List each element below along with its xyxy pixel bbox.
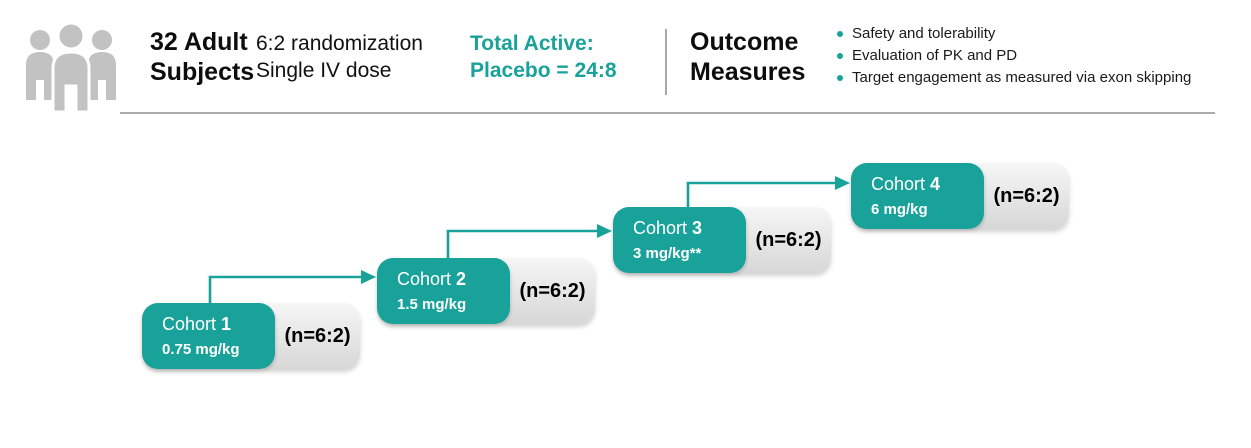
cohort-4-word: Cohort (871, 174, 926, 194)
cohort-3-n-label: (n=6:2) (755, 228, 822, 251)
total-active-line2: Placebo = 24:8 (470, 59, 617, 82)
cohort-4-number: 4 (930, 174, 941, 194)
outcome-item-pk-pd: Evaluation of PK and PD (834, 48, 1234, 64)
cohort-1-n-label: (n=6:2) (284, 324, 351, 347)
subjects-count-label: 32 Adult Subjects (150, 28, 255, 86)
cohort-4-dose: 6 mg/kg (871, 201, 928, 218)
cohort-3-number: 3 (692, 218, 703, 238)
cohort-3-dose: 3 mg/kg** (633, 245, 702, 262)
outcome-item-safety: Safety and tolerability (834, 26, 1234, 42)
cohort-1-dose: 0.75 mg/kg (162, 341, 240, 358)
header-horizontal-rule (120, 112, 1215, 114)
randomization-label: 6:2 randomization Single IV dose (256, 30, 423, 84)
cohort-1-group: (n=6:2) Cohort 1 0.75 mg/kg (142, 303, 360, 369)
cohort-1-word: Cohort (162, 314, 217, 334)
arrowhead-cohort3 (597, 224, 612, 238)
cohort-4-group: (n=6:2) Cohort 4 6 mg/kg (851, 163, 1069, 229)
outcome-measures-list: Safety and tolerability Evaluation of PK… (834, 26, 1234, 92)
header-vertical-divider (665, 29, 667, 95)
cohort-4-n-label: (n=6:2) (993, 184, 1060, 207)
arrowhead-cohort4 (835, 176, 850, 190)
cohort-2-title: Cohort 2 (397, 269, 510, 290)
people-group-icon (26, 22, 116, 114)
cohort-3-word: Cohort (633, 218, 688, 238)
cohort-1-number: 1 (221, 314, 232, 334)
cohort-3-box: Cohort 3 3 mg/kg** (613, 207, 746, 273)
cohort-2-group: (n=6:2) Cohort 2 1.5 mg/kg (377, 258, 595, 324)
cohort-3-title: Cohort 3 (633, 218, 746, 239)
outcome-item-exon-skipping: Target engagement as measured via exon s… (834, 70, 1234, 86)
arrowhead-cohort2 (361, 270, 376, 284)
cohort-2-word: Cohort (397, 269, 452, 289)
total-active-line1: Total Active: (470, 32, 594, 55)
cohort-4-box: Cohort 4 6 mg/kg (851, 163, 984, 229)
outcome-measures-title: Outcome Measures (690, 28, 806, 86)
cohort-2-box: Cohort 2 1.5 mg/kg (377, 258, 510, 324)
cohort-2-dose: 1.5 mg/kg (397, 296, 467, 313)
randomization-line1: 6:2 randomization (256, 32, 423, 55)
cohort-4-title: Cohort 4 (871, 174, 984, 195)
cohort-1-box: Cohort 1 0.75 mg/kg (142, 303, 275, 369)
total-active-label: Total Active: Placebo = 24:8 (470, 30, 617, 84)
cohort-1-title: Cohort 1 (162, 314, 275, 335)
randomization-line2: Single IV dose (256, 59, 392, 82)
cohort-3-group: (n=6:2) Cohort 3 3 mg/kg** (613, 207, 831, 273)
cohort-2-number: 2 (456, 269, 467, 289)
cohort-2-n-label: (n=6:2) (519, 279, 586, 302)
